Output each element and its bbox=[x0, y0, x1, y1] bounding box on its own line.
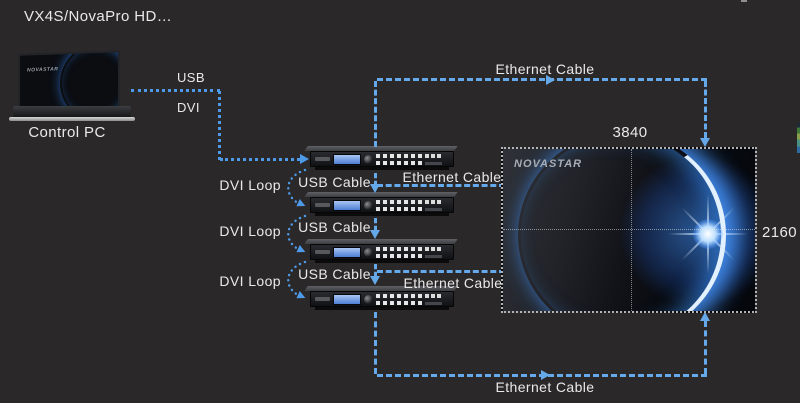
processor-front-panel bbox=[310, 244, 454, 260]
dvi-loop-label: DVI Loop bbox=[219, 223, 281, 239]
dvi-loop-arcs bbox=[287, 168, 307, 299]
novastar-logo: NOVASTAR bbox=[27, 66, 59, 74]
novastar-logo bbox=[315, 297, 330, 301]
dvi-label: DVI bbox=[177, 100, 200, 115]
display-width-label: 3840 bbox=[612, 124, 648, 141]
video-processor-4 bbox=[304, 286, 458, 312]
button-grid bbox=[376, 293, 422, 305]
usb-dvi-cable-line bbox=[218, 91, 221, 160]
display-height-label: 2160 bbox=[762, 224, 797, 241]
novastar-logo: NOVASTAR bbox=[514, 158, 583, 170]
usb-dvi-cable-line bbox=[131, 89, 220, 92]
dvi-loop-label: DVI Loop bbox=[219, 177, 281, 193]
lcd-screen bbox=[333, 199, 361, 211]
processor-base bbox=[315, 167, 449, 170]
ethernet-cable-label: Ethernet Cable bbox=[403, 275, 503, 291]
eclipse-graphic bbox=[60, 50, 120, 114]
usb-dvi-cable-line bbox=[220, 158, 300, 161]
ethernet-cable-line-top bbox=[704, 81, 707, 138]
usb-cable-line bbox=[374, 264, 377, 277]
laptop-base-edge bbox=[9, 117, 135, 121]
ethernet-cable-line-bottom bbox=[374, 312, 377, 374]
control-knob bbox=[364, 247, 373, 257]
control-knob bbox=[364, 200, 373, 210]
lcd-screen bbox=[333, 153, 361, 165]
usb-cable-line bbox=[374, 218, 377, 231]
usb-cable-label: USB Cable bbox=[298, 219, 371, 235]
arrowhead-icon bbox=[370, 230, 380, 239]
eclipse-graphic bbox=[518, 149, 726, 311]
usb-cable-label: USB Cable bbox=[298, 174, 371, 190]
novastar-logo bbox=[315, 250, 330, 254]
ethernet-cable-line-bottom bbox=[704, 321, 707, 374]
arrowhead-icon bbox=[541, 370, 550, 380]
arrowhead-icon bbox=[700, 138, 710, 147]
novastar-logo bbox=[315, 203, 330, 207]
processor-base bbox=[315, 307, 449, 310]
ethernet-cable-label: Ethernet Cable bbox=[495, 379, 595, 395]
processor-base bbox=[315, 213, 449, 216]
video-processor-2 bbox=[304, 192, 458, 218]
button-grid bbox=[376, 153, 422, 165]
processor-base bbox=[315, 260, 449, 263]
arrowhead-icon bbox=[546, 75, 555, 85]
panel-divider-horizontal bbox=[503, 229, 755, 230]
lcd-screen bbox=[333, 293, 361, 305]
ethernet-cable-label: Ethernet Cable bbox=[402, 169, 502, 185]
arrowhead-icon bbox=[700, 312, 710, 321]
control-knob bbox=[364, 294, 373, 304]
side-buttons bbox=[425, 246, 442, 258]
side-buttons bbox=[425, 153, 442, 165]
control-pc-label: Control PC bbox=[28, 124, 106, 141]
processor-front-panel bbox=[310, 197, 454, 213]
arrowhead-icon bbox=[370, 276, 380, 285]
button-grid bbox=[376, 199, 422, 211]
ethernet-cable-line-mid2 bbox=[377, 270, 505, 273]
ethernet-cable-line-top bbox=[377, 78, 707, 81]
arrowhead-icon bbox=[300, 154, 309, 164]
led-display-wall: NOVASTAR bbox=[501, 147, 757, 313]
edge-artifact bbox=[741, 0, 747, 2]
dvi-loop-label: DVI Loop bbox=[219, 273, 281, 289]
processor-front-panel bbox=[310, 151, 454, 167]
ethernet-cable-line-top bbox=[374, 81, 377, 147]
button-grid bbox=[376, 246, 422, 258]
usb-label: USB bbox=[177, 70, 205, 85]
ethernet-cable-line-mid1 bbox=[377, 184, 505, 187]
side-buttons bbox=[425, 293, 442, 305]
video-processor-1 bbox=[304, 146, 458, 172]
laptop-keyboard bbox=[13, 106, 131, 118]
panel-divider-vertical bbox=[631, 149, 632, 311]
side-buttons bbox=[425, 199, 442, 211]
ethernet-cable-label: Ethernet Cable bbox=[495, 61, 595, 77]
usb-cable-line bbox=[374, 173, 377, 186]
diagram-title: VX4S/NovaPro HD… bbox=[24, 8, 173, 25]
edge-artifact bbox=[797, 123, 800, 153]
video-processor-3 bbox=[304, 239, 458, 265]
arrowhead-icon bbox=[370, 184, 380, 193]
control-knob bbox=[364, 154, 373, 164]
eclipse-flare bbox=[693, 219, 723, 249]
usb-cable-label: USB Cable bbox=[298, 266, 371, 282]
novastar-logo bbox=[315, 157, 330, 161]
laptop-screen: NOVASTAR bbox=[18, 50, 120, 114]
lcd-screen bbox=[333, 246, 361, 258]
processor-front-panel bbox=[310, 291, 454, 307]
